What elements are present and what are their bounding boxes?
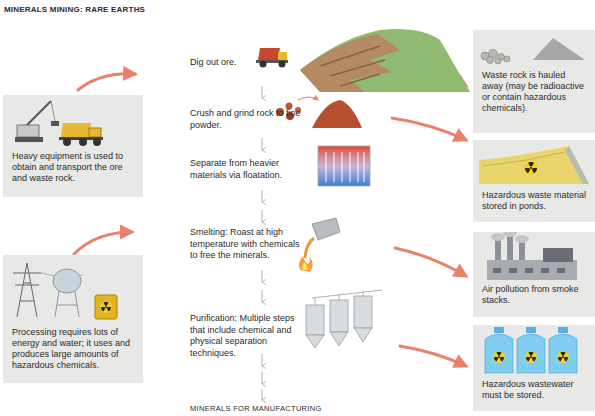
factory-icon: [473, 232, 595, 284]
panel-text: Air pollution from smoke stacks.: [482, 284, 587, 306]
factory-drawing: [487, 232, 577, 280]
step-text: Crush and grind rock to fine powder.: [190, 108, 306, 131]
dump-truck: [256, 48, 288, 68]
step-text: Dig out ore.: [190, 57, 310, 69]
equipment-icon: [3, 95, 143, 151]
rocks-drawing: [481, 38, 585, 64]
step-text: Separate from heavier materials via floa…: [190, 158, 306, 181]
smelter: [299, 218, 340, 272]
panel-text: Hazardous waste material stored in ponds…: [482, 190, 587, 212]
info-panel: Hazardous waste material stored in ponds…: [473, 140, 595, 222]
panel-text: Processing requires lots of energy and w…: [12, 327, 135, 371]
floatation-tank: [318, 146, 370, 186]
info-panel: Heavy equipment is used to obtain and tr…: [3, 95, 143, 197]
bottles-icon: [473, 325, 595, 379]
purification-tanks: [306, 290, 382, 348]
output-label: MINERALS FOR MANUFACTURING: [190, 403, 410, 415]
pond-icon: [473, 140, 595, 190]
pond-drawing: [479, 146, 589, 184]
bottles-drawing: [485, 327, 577, 373]
step-text: Smelting: Roast at high temperature with…: [190, 227, 302, 262]
info-panel: Processing requires lots of energy and w…: [3, 255, 143, 383]
info-panel: Waste rock is hauled away (may be radioa…: [473, 30, 595, 133]
diagram-title: MINERALS MINING: RARE EARTHS: [4, 4, 254, 16]
step-text: Purification: Multiple steps that includ…: [190, 313, 302, 359]
rocks-icon: [473, 30, 595, 70]
panel-text: Hazardous wastewater must be stored.: [482, 379, 587, 401]
info-panel: Hazardous wastewater must be stored.: [473, 325, 595, 411]
panel-text: Heavy equipment is used to obtain and tr…: [12, 151, 135, 184]
mine-mound: [300, 29, 470, 92]
utilities-icon: [3, 255, 143, 327]
info-panel: Air pollution from smoke stacks.: [473, 232, 595, 317]
utilities-drawing: [13, 263, 117, 319]
panel-text: Waste rock is hauled away (may be radioa…: [482, 70, 587, 114]
equipment-drawing: [15, 101, 103, 146]
